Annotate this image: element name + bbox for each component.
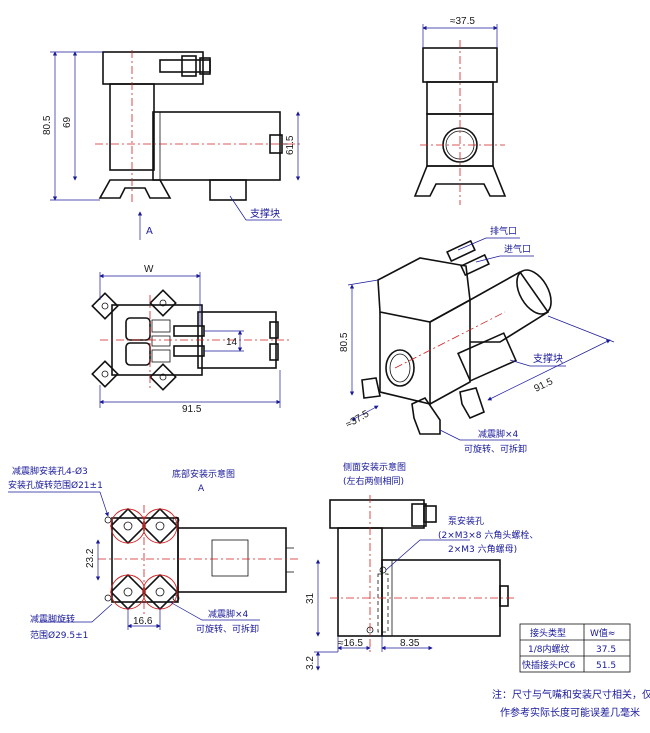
bottom-view: 减震脚安装孔4-Ø3 安装孔旋转范围Ø21±1 底部安装示意图 A 23.2 bbox=[8, 465, 300, 641]
dim-side2-motor-offset: 8.35 bbox=[400, 638, 420, 649]
damping-foot-iso-sub: 可旋转、可拆卸 bbox=[464, 443, 527, 455]
view-a-label: A bbox=[146, 226, 153, 237]
bottom-hole-title: 减震脚安装孔4-Ø3 bbox=[12, 465, 88, 477]
dim-side2-bottom: 3.2 bbox=[305, 656, 316, 670]
pump-hole-title: 泵安装孔 bbox=[448, 515, 484, 527]
table-row-type: 1/8内螺纹 bbox=[528, 643, 570, 655]
connector-table: 接头类型 W值≈ 1/8内螺纹 37.5 快插接头PC6 51.5 bbox=[519, 623, 631, 673]
dim-side2-offset: ≈16.5 bbox=[338, 638, 363, 649]
foot-rotate-title: 减震脚旋转 bbox=[30, 613, 75, 625]
dim-iso-length: 91.5 bbox=[532, 376, 555, 395]
side-view-title: 侧面安装示意图 bbox=[343, 461, 406, 473]
side-view: ≈37.5 bbox=[413, 16, 507, 205]
support-block-front-label: 支撑块 bbox=[250, 207, 280, 220]
dim-top-width: W bbox=[144, 264, 154, 275]
pump-hole-line2: 2×M3 六角螺母) bbox=[448, 543, 517, 555]
support-block-iso-label: 支撑块 bbox=[533, 352, 563, 365]
table-row-value: 51.5 bbox=[596, 661, 616, 671]
side-install-view: 侧面安装示意图 (左右两侧相同) 31 ≈16.5 8.35 3.2 泵安装孔 … bbox=[305, 461, 538, 671]
dim-bottom-foot-offset: 16.6 bbox=[133, 616, 153, 627]
dim-bottom-hole-spacing: 23.2 bbox=[85, 548, 96, 568]
bottom-view-title: 底部安装示意图 bbox=[172, 468, 235, 480]
side-view-sub: (左右两侧相同) bbox=[343, 475, 404, 487]
damping-foot-bottom-label: 减震脚×4 bbox=[208, 608, 249, 620]
dim-side-width: ≈37.5 bbox=[450, 16, 475, 27]
bottom-hole-range: 安装孔旋转范围Ø21±1 bbox=[8, 479, 103, 491]
bottom-view-letter: A bbox=[198, 484, 205, 494]
front-view: 80.5 69 61.5 A 支撑块 bbox=[42, 50, 301, 240]
pump-hole-line1: (2×M3×8 六角头螺栓、 bbox=[438, 529, 538, 541]
damping-foot-iso-label: 减震脚×4 bbox=[478, 428, 519, 440]
dim-side2-height: 31 bbox=[305, 592, 316, 604]
damping-foot-bottom-sub: 可旋转、可拆卸 bbox=[196, 623, 259, 635]
dim-top-port-spacing: 14 bbox=[226, 337, 238, 348]
table-header-type: 接头类型 bbox=[530, 627, 566, 639]
table-header-w: W值≈ bbox=[590, 627, 615, 639]
exhaust-port-label: 排气口 bbox=[490, 225, 517, 237]
foot-rotate-range: 范围Ø29.5±1 bbox=[30, 629, 88, 641]
note-line-1: 注：尺寸与气嘴和安装尺寸相关，仅 bbox=[492, 688, 650, 701]
intake-port-label: 进气口 bbox=[504, 243, 531, 255]
footnote: 注：尺寸与气嘴和安装尺寸相关，仅 作参考实际长度可能误差几毫米 bbox=[492, 688, 650, 719]
table-row-type: 快插接头PC6 bbox=[522, 659, 576, 671]
dim-front-height-body: 69 bbox=[62, 116, 73, 128]
note-line-2: 作参考实际长度可能误差几毫米 bbox=[500, 706, 640, 719]
dim-iso-width: ≈37.5 bbox=[344, 408, 371, 430]
top-view: W 91.5 14 bbox=[91, 264, 290, 415]
table-row-value: 37.5 bbox=[596, 645, 616, 655]
dim-front-height-total: 80.5 bbox=[42, 115, 53, 135]
dim-front-motor-height: 61.5 bbox=[285, 135, 296, 155]
iso-view: 80.5 91.5 ≈37.5 排气口 进气口 支撑块 减震脚×4 可旋转、可拆… bbox=[339, 225, 615, 455]
dim-iso-height: 80.5 bbox=[339, 332, 350, 352]
dim-top-length: 91.5 bbox=[182, 404, 202, 415]
